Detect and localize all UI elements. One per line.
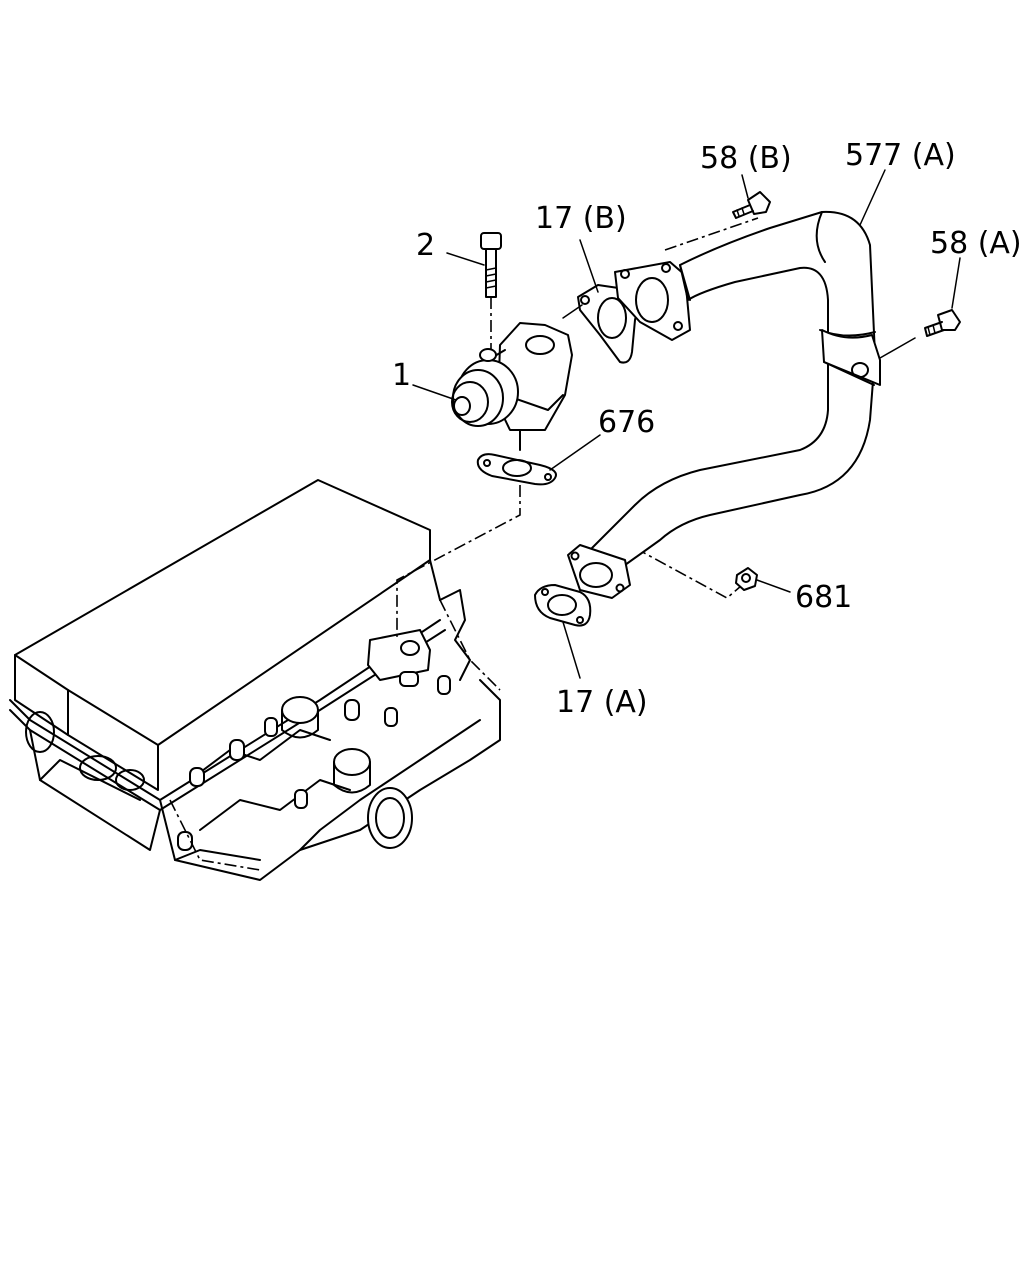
gasket-17a — [534, 584, 592, 627]
pipe-flange-upper — [614, 261, 691, 341]
nut-681 — [735, 567, 758, 591]
callout-58a: 58 (A) — [930, 226, 1022, 261]
egr-pipe — [579, 210, 876, 566]
leader-lines — [412, 169, 961, 679]
callout-1: 1 — [392, 358, 411, 393]
callout-17a: 17 (A) — [556, 685, 648, 720]
callout-681: 681 — [795, 580, 852, 615]
callout-2: 2 — [416, 228, 435, 263]
gasket-676 — [476, 453, 557, 486]
engine-cylinder-head — [9, 479, 501, 881]
bolt-58a — [924, 309, 961, 337]
callout-58b: 58 (B) — [700, 141, 792, 176]
bolt-part-2 — [480, 232, 502, 350]
egr-valve — [451, 322, 573, 451]
callout-17b: 17 (B) — [535, 201, 627, 236]
pipe-clamp-bracket — [821, 329, 881, 386]
callout-labels: 1 2 17 (B) 58 (B) 577 (A) 58 (A) 676 681… — [392, 138, 1022, 720]
pipe-flange-lower — [567, 544, 631, 599]
callout-676: 676 — [598, 405, 655, 440]
bolt-58b — [732, 191, 771, 219]
callout-577a: 577 (A) — [845, 138, 956, 173]
